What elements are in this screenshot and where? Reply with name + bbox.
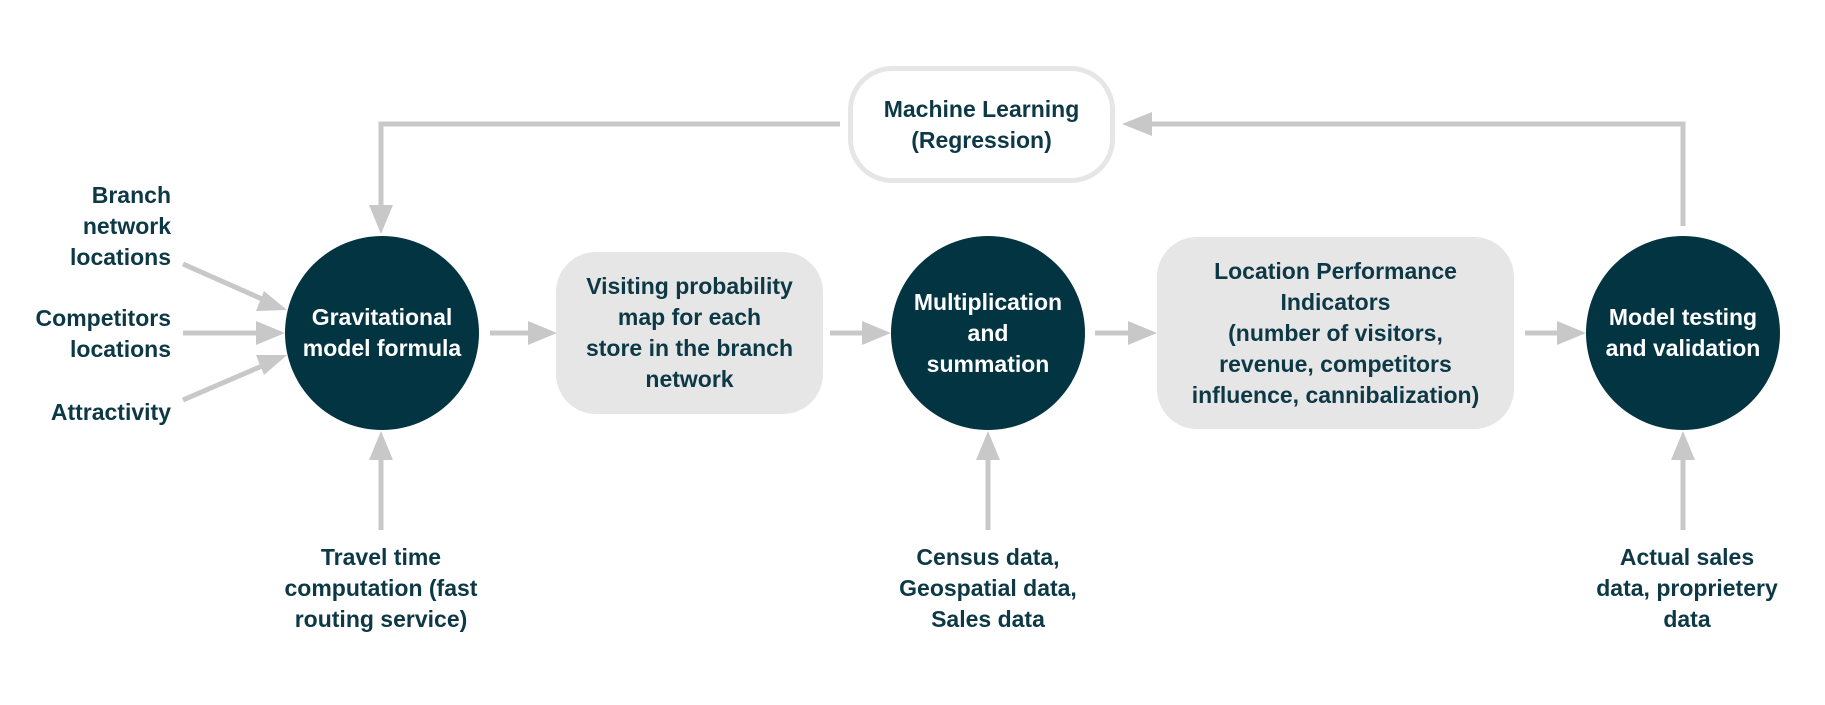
attractivity-label: Attractivity: [50, 399, 171, 425]
branch-network-label: Branch network locations: [70, 182, 171, 270]
machine-learning-node: Machine Learning (Regression): [848, 66, 1115, 183]
actual-sales-label: Actual sales data, proprietery data: [1596, 544, 1778, 632]
census-data-label: Census data, Geospatial data, Sales data: [899, 544, 1077, 632]
travel-time-label: Travel time computation (fast routing se…: [284, 544, 478, 632]
gravitational-model-node: Gravitational model formula: [285, 236, 479, 430]
arrow-model-testing-to-machine-learning: [1122, 112, 1686, 226]
arrow-branch-to-gravitational: [181, 261, 287, 311]
competitors-label: Competitors locations: [35, 305, 171, 362]
arrow-competitors-to-gravitational: [183, 321, 285, 345]
arrow-location-to-model-testing: [1525, 321, 1586, 345]
arrow-gravitational-to-visiting: [490, 321, 557, 345]
arrow-multiplication-to-location: [1095, 321, 1157, 345]
location-performance-node: Location Performance Indicators (number …: [1157, 237, 1514, 429]
multiplication-summation-node: Multiplication and summation: [891, 236, 1085, 430]
arrow-travel-time-to-gravitational: [369, 431, 393, 530]
visiting-probability-node: Visiting probability map for each store …: [556, 252, 823, 414]
arrow-attractivity-to-gravitational: [182, 355, 287, 403]
model-testing-node: Model testing and validation: [1586, 236, 1780, 430]
arrow-actual-sales-to-model-testing: [1671, 431, 1695, 530]
arrow-census-to-multiplication: [976, 431, 1000, 530]
arrow-machine-learning-to-gravitational: [369, 121, 840, 234]
arrow-visiting-to-multiplication: [830, 321, 891, 345]
